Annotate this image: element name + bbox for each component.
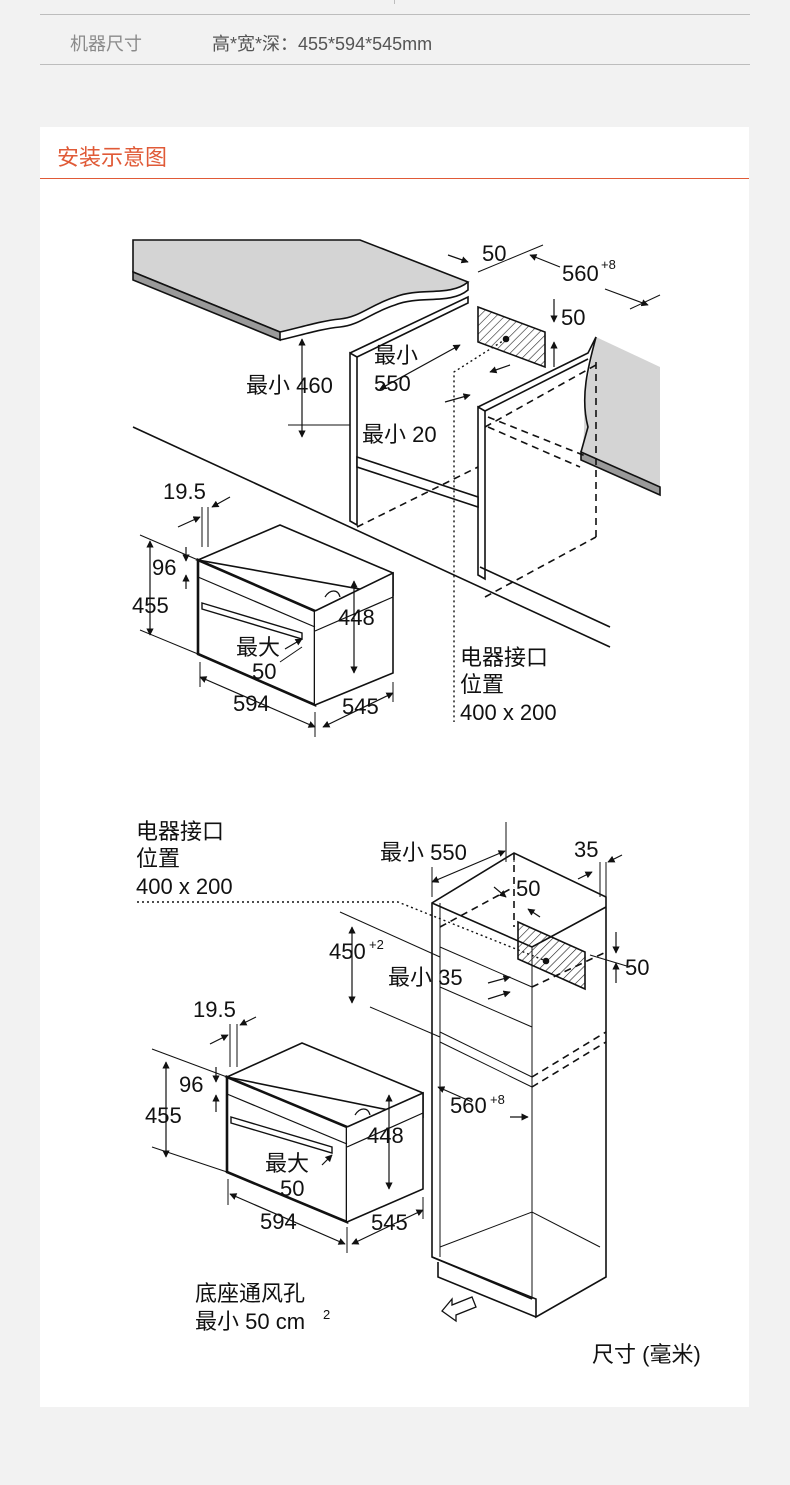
dim-label: 50 [561, 305, 585, 330]
vent-label: 底座通风孔 [195, 1281, 305, 1306]
dim-label: 594 [260, 1209, 297, 1234]
dim-label: 560 [562, 261, 599, 286]
card-header: 安装示意图 [40, 127, 749, 179]
dim-label: 35 [574, 837, 598, 862]
dim-label: 448 [367, 1123, 404, 1148]
spec-value: 高*宽*深：455*594*545mm [212, 34, 433, 54]
tall-cabinet-dimension-labels: 电器接口 位置 400 x 200 最小 550 35 50 50 450 +2… [136, 819, 701, 1367]
connection-label: 位置 [136, 846, 180, 871]
connection-label: 400 x 200 [136, 874, 233, 899]
dim-label: 545 [371, 1210, 408, 1235]
installation-diagram-card: 安装示意图 [40, 127, 749, 1407]
dim-label: 50 [252, 659, 276, 684]
dim-label: 最小 [374, 343, 418, 368]
dim-label-sup: +2 [369, 937, 384, 952]
dim-label: 96 [179, 1072, 203, 1097]
connection-label: 电器接口 [136, 819, 224, 844]
dim-label: 455 [132, 593, 169, 618]
connection-label: 400 x 200 [460, 700, 557, 725]
undercounter-dimension-labels: 50 560 +8 50 最小 460 最小 550 最小 20 19.5 96… [132, 241, 616, 725]
dim-label: 50 [516, 876, 540, 901]
dim-label: 50 [625, 955, 649, 980]
dim-label: 50 [280, 1176, 304, 1201]
undercounter-installation-drawing [132, 239, 661, 737]
dim-label: 19.5 [163, 479, 206, 504]
connection-label: 位置 [460, 672, 504, 697]
section-title: 安装示意图 [57, 145, 168, 170]
tall-cabinet-installation-drawing [137, 822, 631, 1323]
dim-label: 594 [233, 691, 270, 716]
vent-label: 最小 50 cm [195, 1309, 305, 1334]
dim-label: 最小 35 [388, 965, 463, 990]
connection-label: 电器接口 [460, 645, 548, 670]
dim-label: 448 [338, 605, 375, 630]
dim-label: 19.5 [193, 997, 236, 1022]
dim-label: 50 [482, 241, 506, 266]
dim-label: 550 [374, 371, 411, 396]
vent-label-sup: 2 [323, 1307, 330, 1322]
installation-diagram: 50 560 +8 50 最小 460 最小 550 最小 20 19.5 96… [132, 239, 701, 1367]
dim-label: 545 [342, 694, 379, 719]
dim-label: 最大 [265, 1151, 309, 1176]
dim-label: 最小 20 [362, 422, 437, 447]
spec-label: 机器尺寸 [70, 34, 142, 54]
divider [394, 0, 395, 4]
dim-label: 560 [450, 1093, 487, 1118]
spec-row-dimensions: 机器尺寸 高*宽*深：455*594*545mm [40, 15, 750, 65]
dim-label: 最大 [236, 635, 280, 660]
dim-label-sup: +8 [601, 257, 616, 272]
dim-label: 450 [329, 939, 366, 964]
dim-label-sup: +8 [490, 1092, 505, 1107]
divider [40, 14, 750, 15]
dim-label: 96 [152, 555, 176, 580]
dim-label: 最小 460 [246, 373, 333, 398]
dim-label: 最小 550 [380, 840, 467, 865]
dim-label: 455 [145, 1103, 182, 1128]
unit-note: 尺寸 (毫米) [592, 1342, 701, 1367]
